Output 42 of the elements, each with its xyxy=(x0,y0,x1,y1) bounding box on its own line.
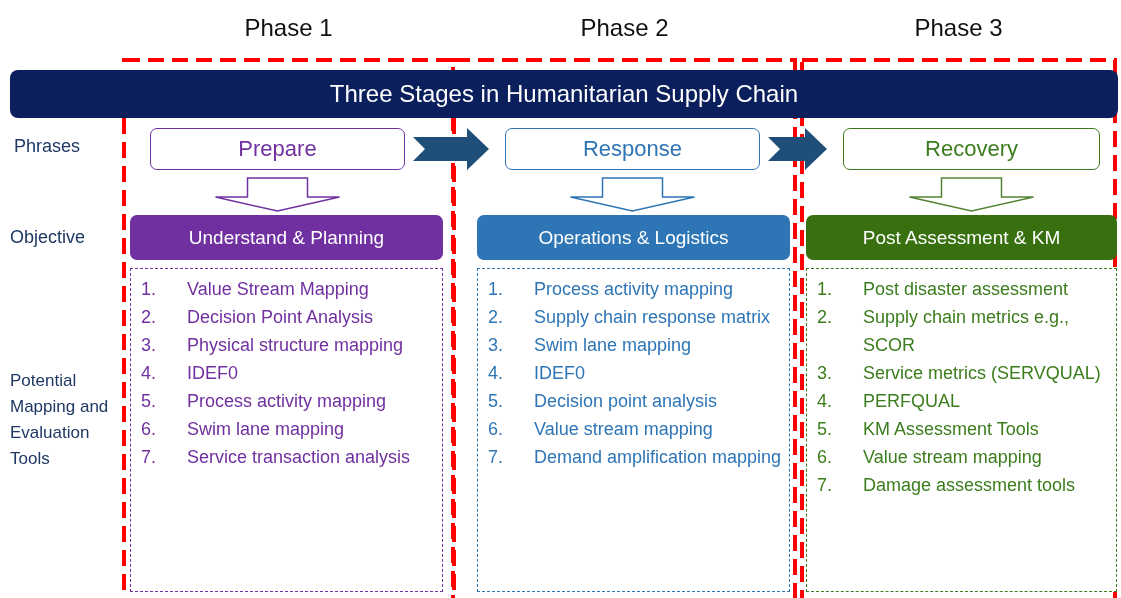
list-item: 5. Decision point analysis xyxy=(488,390,719,413)
row-label: Objective xyxy=(10,227,87,248)
row-label: Phrases xyxy=(14,136,82,157)
list-item: 4. PERFQUAL xyxy=(817,390,962,413)
list-item: 3. Swim lane mapping xyxy=(488,334,693,357)
list-item: 4. IDEF0 xyxy=(141,362,239,385)
stage-box: Prepare xyxy=(150,128,405,170)
list-item: 6. Swim lane mapping xyxy=(141,418,346,441)
list-item: 1. Value Stream Mapping xyxy=(141,278,370,301)
title-banner: Three Stages in Humanitarian Supply Chain xyxy=(10,70,1118,118)
phase-heading: Phase 3 xyxy=(913,14,1004,42)
tool-list-box xyxy=(130,268,443,592)
block-arrow xyxy=(569,177,696,212)
list-item: 2. Supply chain response matrix xyxy=(488,306,772,329)
tool-list-box xyxy=(806,268,1117,592)
chevron-arrow xyxy=(413,128,489,170)
list-item: 7. Service transaction analysis xyxy=(141,446,412,469)
list-item: 2. Decision Point Analysis xyxy=(141,306,375,329)
list-item: 1. Post disaster assessment xyxy=(817,278,1070,301)
list-item: 3. Service metrics (SERVQUAL) xyxy=(817,362,1102,385)
list-item: 6. Value stream mapping xyxy=(817,446,1043,469)
objective-box: Operations & Logistics xyxy=(477,215,790,260)
list-item: 2. Supply chain metrics e.g., SCOR xyxy=(817,306,1071,357)
row-label: Potential Mapping and Evaluation Tools xyxy=(10,370,110,470)
list-item: 5. KM Assessment Tools xyxy=(817,418,1040,441)
objective-box: Understand & Planning xyxy=(130,215,443,260)
chevron-arrow xyxy=(768,128,827,170)
list-item: 5. Process activity mapping xyxy=(141,390,388,413)
phase-heading: Phase 2 xyxy=(579,14,670,42)
list-item: 7. Demand amplification mapping xyxy=(488,446,783,469)
list-item: 1. Process activity mapping xyxy=(488,278,735,301)
objective-box: Post Assessment & KM xyxy=(806,215,1117,260)
list-item: 6. Value stream mapping xyxy=(488,418,714,441)
stage-box: Recovery xyxy=(843,128,1100,170)
block-arrow xyxy=(214,177,341,212)
phase-heading: Phase 1 xyxy=(243,14,334,42)
list-item: 7. Damage assessment tools xyxy=(817,474,1077,497)
tool-list-box xyxy=(477,268,790,592)
list-item: 4. IDEF0 xyxy=(488,362,586,385)
block-arrow xyxy=(908,177,1035,212)
list-item: 3. Physical structure mapping xyxy=(141,334,405,357)
stage-box: Response xyxy=(505,128,760,170)
